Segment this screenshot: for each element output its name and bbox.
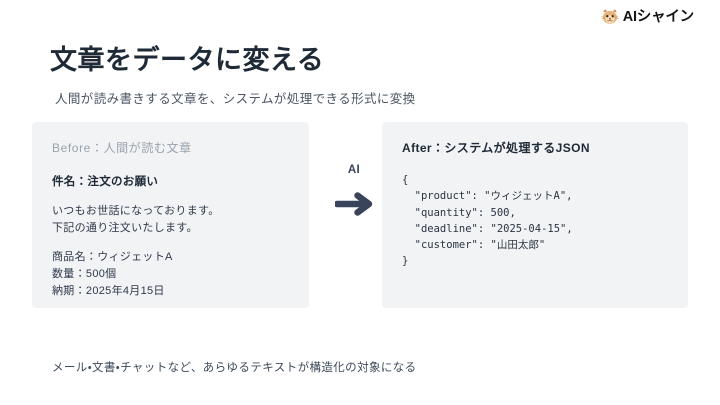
comparison-section: Before：人間が読む文章 件名：注文のお願い いつもお世話になっております。… <box>32 122 688 308</box>
page-subtitle: 人間が読み書きする文章を、システムが処理できる形式に変換 <box>55 91 416 106</box>
transform-indicator: AI <box>323 164 385 218</box>
mail-subject-line: 件名：注文のお願い <box>52 176 159 188</box>
brand-name: AIシャイン <box>622 8 695 25</box>
mail-field-line: 数量：500個 <box>52 268 117 281</box>
brand-logo: AIシャイン <box>599 7 695 27</box>
after-card-label: After：システムが処理するJSON <box>402 141 590 155</box>
mail-field-line: 納期：2025年4月15日 <box>52 285 165 298</box>
mascot-icon <box>599 8 620 26</box>
before-card: Before：人間が読む文章 件名：注文のお願い いつもお世話になっております。… <box>32 122 309 308</box>
page-title: 文章をデータに変える <box>50 45 325 76</box>
mail-body-line: いつもお世話になっております。 <box>52 205 220 217</box>
arrow-right-icon <box>335 192 373 216</box>
mail-body: いつもお世話になっております。 下記の通り注文いたします。 <box>52 203 289 236</box>
after-card: After：システムが処理するJSON { "product": "ウィジェット… <box>382 122 688 308</box>
footer-note: メール・文書・チャットなど、あらゆるテキストが構造化の対象になる <box>52 361 417 374</box>
before-card-label: Before：人間が読む文章 <box>52 141 192 155</box>
transform-label: AI <box>347 164 361 176</box>
json-output: { "product": "ウィジェットA", "quantity": 500,… <box>402 174 573 268</box>
mail-field-line: 商品名：ウィジェットA <box>52 251 173 263</box>
mail-fields: 商品名：ウィジェットA 数量：500個 納期：2025年4月15日 <box>52 249 289 300</box>
mail-body-line: 下記の通り注文いたします。 <box>52 221 198 234</box>
